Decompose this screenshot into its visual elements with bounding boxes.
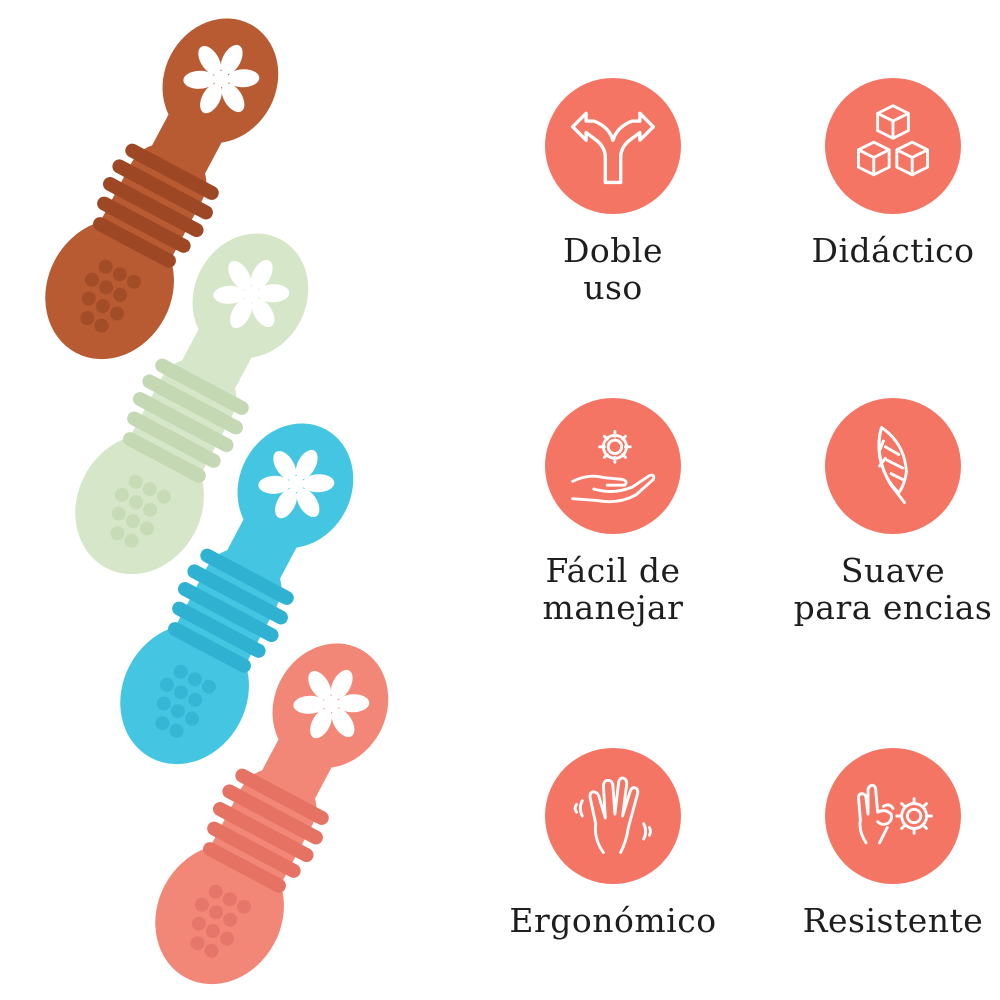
feature-ergonomico: Ergonómico bbox=[493, 748, 733, 939]
feather-icon bbox=[877, 426, 908, 504]
feature-label: Fácil de manejar bbox=[493, 552, 733, 626]
feature-label-line: Resistente bbox=[802, 901, 984, 940]
feature-suave-para-encias: Suave para encias bbox=[773, 398, 1000, 626]
spoons-illustration bbox=[21, 0, 416, 1000]
feature-label-line: manejar bbox=[542, 588, 684, 627]
feature-label: Didáctico bbox=[773, 232, 1000, 269]
feature-circle bbox=[545, 398, 681, 534]
feature-label-line: Didáctico bbox=[811, 231, 975, 270]
feature-circle bbox=[545, 748, 681, 884]
feature-resistente: Resistente bbox=[773, 748, 1000, 939]
feature-label: Resistente bbox=[773, 902, 1000, 939]
feature-label-line: Ergonómico bbox=[509, 901, 717, 940]
feature-didactico: Didáctico bbox=[773, 78, 1000, 269]
hand-gear-icon bbox=[571, 430, 656, 504]
split-arrow-icon bbox=[571, 111, 655, 185]
feature-label-line: Suave bbox=[840, 551, 946, 590]
cubes-icon bbox=[857, 104, 929, 177]
feature-label-line: Fácil de bbox=[545, 551, 681, 590]
feature-doble-uso: Doble uso bbox=[493, 78, 733, 306]
feature-label-line: Doble bbox=[562, 231, 664, 270]
feature-label-line: uso bbox=[583, 268, 643, 307]
feature-facil-de-manejar: Fácil de manejar bbox=[493, 398, 733, 626]
feature-circle bbox=[825, 78, 961, 214]
ok-hand-gears-icon bbox=[857, 783, 933, 845]
waving-hand-icon bbox=[573, 776, 652, 854]
feature-circle bbox=[545, 78, 681, 214]
feature-label: Ergonómico bbox=[493, 902, 733, 939]
feature-label: Suave para encias bbox=[773, 552, 1000, 626]
feature-circle bbox=[825, 398, 961, 534]
feature-label: Doble uso bbox=[493, 232, 733, 306]
feature-circle bbox=[825, 748, 961, 884]
feature-label-line: para encias bbox=[793, 588, 993, 627]
